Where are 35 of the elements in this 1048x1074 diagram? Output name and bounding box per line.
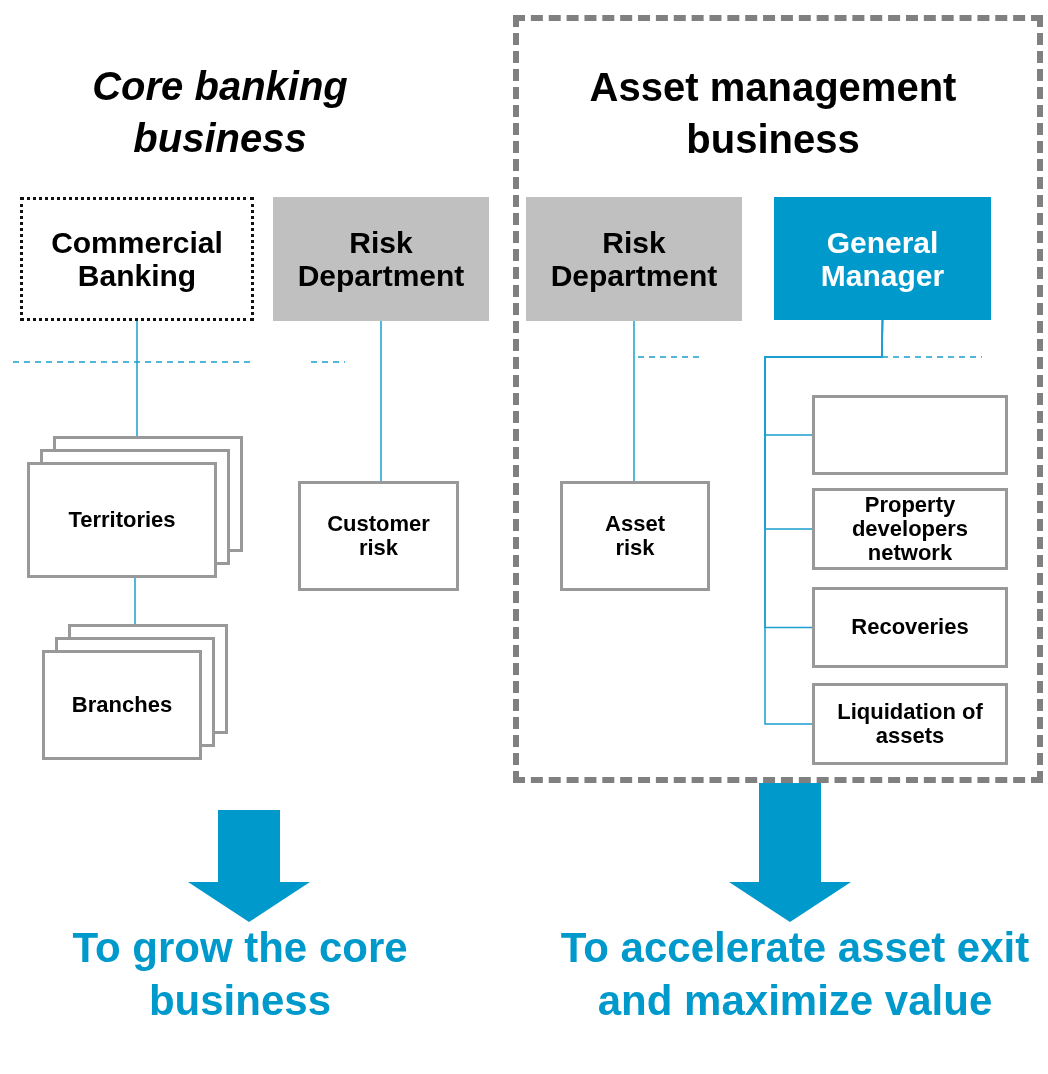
node-label: To accelerate asset exit and maximize value [560,923,1030,1026]
stacked-box [27,436,243,578]
node-label: Branches [70,690,174,719]
node-label: Risk Department [296,226,466,292]
node-label: Territories [67,505,177,534]
block-arrow [729,783,851,922]
department-box [526,197,742,321]
manager-box [774,197,991,320]
connector-line [633,320,635,482]
node-label: Risk Department [549,226,719,292]
unit-box [560,481,710,591]
connector-line [134,577,136,625]
business-region [513,15,1043,783]
stacked-box [42,624,228,760]
unit-box [298,481,459,591]
node-label: To grow the core business [71,923,409,1026]
connector-line [764,319,884,725]
node-label: Liquidation of assets [837,699,983,749]
unit-box [812,587,1008,668]
node-label: Customer risk [326,511,431,561]
unit-box [812,488,1008,570]
org-box [20,197,254,321]
department-box [273,197,489,321]
unit-box [812,683,1008,765]
node-label: General Manager [819,225,946,292]
node-label: Recoveries [851,615,969,640]
node-label: Property developers network [850,492,970,566]
node-label: Asset management business [588,64,958,163]
block-arrow [188,810,310,922]
node-label: Asset risk [604,511,666,561]
connector-line [136,320,138,437]
section-heading: Core banking business [91,63,349,162]
node-label: Commercial Banking [50,226,224,292]
unit-box [812,395,1008,475]
connector-line [380,320,382,482]
